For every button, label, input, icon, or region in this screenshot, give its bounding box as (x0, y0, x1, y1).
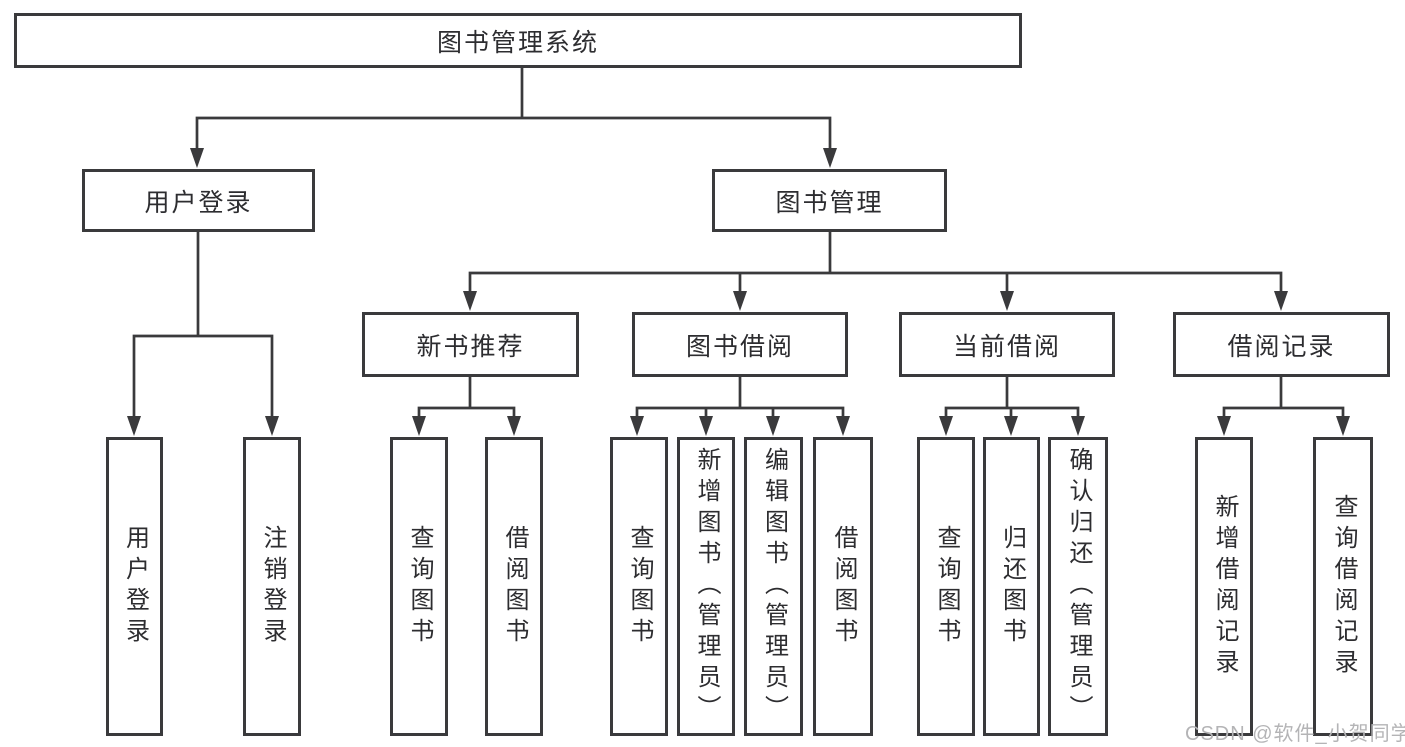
node-borrow-records: 借阅记录 (1173, 312, 1390, 377)
node-book-management: 图书管理 (712, 169, 947, 232)
leaf-recommend-borrow-books-label: 借阅图书 (501, 524, 528, 649)
leaf-add-borrow-record: 新增借阅记录 (1195, 437, 1253, 736)
node-new-book-recommend: 新书推荐 (362, 312, 579, 377)
leaf-recommend-borrow-books: 借阅图书 (485, 437, 543, 736)
csdn-watermark: CSDN @软件_小贺同学 (1185, 723, 1405, 745)
leaf-add-books-admin-label: 新增图书（管理员） (693, 447, 720, 726)
leaf-current-query-books-label: 查询图书 (933, 524, 960, 649)
leaf-edit-books-admin: 编辑图书（管理员） (744, 437, 803, 736)
leaf-recommend-query-books-label: 查询图书 (406, 524, 433, 649)
leaf-borrow-query-books: 查询图书 (610, 437, 668, 736)
node-user-login: 用户登录 (82, 169, 315, 232)
leaf-user-login: 用户登录 (106, 437, 163, 736)
leaf-query-borrow-record: 查询借阅记录 (1313, 437, 1373, 736)
leaf-logout: 注销登录 (243, 437, 301, 736)
leaf-add-books-admin: 新增图书（管理员） (677, 437, 735, 736)
node-current-borrow: 当前借阅 (899, 312, 1115, 377)
leaf-confirm-return-admin-label: 确认归还（管理员） (1065, 447, 1092, 726)
leaf-add-borrow-record-label: 新增借阅记录 (1211, 493, 1238, 680)
node-book-borrow: 图书借阅 (632, 312, 848, 377)
leaf-borrow-books-label: 借阅图书 (830, 524, 857, 649)
leaf-query-borrow-record-label: 查询借阅记录 (1330, 493, 1357, 680)
leaf-user-login-label: 用户登录 (121, 524, 149, 649)
leaf-return-books: 归还图书 (983, 437, 1040, 736)
leaf-recommend-query-books: 查询图书 (390, 437, 448, 736)
leaf-borrow-query-books-label: 查询图书 (626, 524, 653, 649)
leaf-edit-books-admin-label: 编辑图书（管理员） (760, 447, 788, 726)
leaf-logout-label: 注销登录 (259, 524, 286, 649)
leaf-return-books-label: 归还图书 (998, 524, 1026, 649)
node-library-management-system: 图书管理系统 (14, 13, 1022, 68)
leaf-current-query-books: 查询图书 (917, 437, 975, 736)
leaf-confirm-return-admin: 确认归还（管理员） (1048, 437, 1108, 736)
leaf-borrow-books: 借阅图书 (813, 437, 873, 736)
